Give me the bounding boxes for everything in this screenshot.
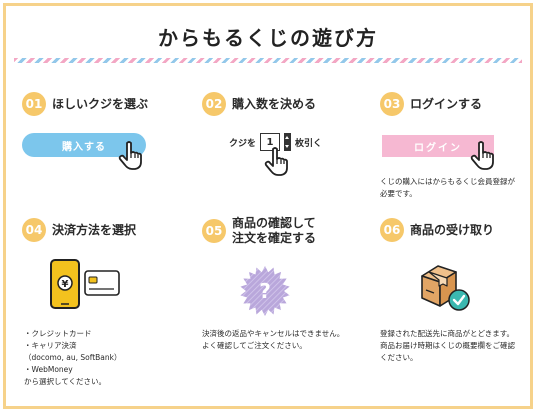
step-title: ログインする xyxy=(410,96,483,111)
quantity-value[interactable]: 1 xyxy=(260,133,281,151)
step-number: 02 xyxy=(202,92,226,116)
step-02: 02 購入数を決める xyxy=(202,90,374,118)
step-05: 05 商品の確認して 注文を確定する xyxy=(202,216,374,246)
hand-pointer-icon xyxy=(470,141,494,170)
step-description: 登録された配送先に商品がとどきます。 商品お届け時期はくじの概要欄をご確認 くだ… xyxy=(380,329,515,362)
login-button[interactable]: ログイン xyxy=(382,135,494,157)
question-badge-icon: ? xyxy=(240,266,290,316)
step-title: 決済方法を選択 xyxy=(52,222,137,237)
step-title-line: 注文を確定する xyxy=(232,231,317,245)
step-number: 06 xyxy=(380,218,404,242)
check-circle-icon xyxy=(448,289,470,311)
quantity-prefix: クジを xyxy=(229,138,257,149)
page-frame xyxy=(3,3,533,409)
step-title: 商品の確認して 注文を確定する xyxy=(232,216,316,246)
step-title: 商品の受け取り xyxy=(410,222,495,237)
quantity-selector: クジを 1 枚引く xyxy=(229,133,322,151)
svg-text:¥: ¥ xyxy=(62,279,69,290)
delivery-box-icon xyxy=(421,265,470,311)
step-number: 05 xyxy=(202,219,226,243)
credit-card-icon xyxy=(84,270,120,296)
step-description: くじの購入にはからもるくじ会員登録が 必要です。 xyxy=(380,177,515,198)
step-03: 03 ログインする xyxy=(380,90,536,118)
svg-text:?: ? xyxy=(259,279,271,303)
buy-button[interactable]: 購入する xyxy=(22,133,146,157)
step-number: 04 xyxy=(22,218,46,242)
step-title: 購入数を決める xyxy=(232,96,317,111)
step-04: 04 決済方法を選択 xyxy=(22,216,194,244)
step-title: ほしいクジを選ぶ xyxy=(52,96,149,111)
hand-pointer-icon xyxy=(118,141,142,170)
title-divider xyxy=(14,58,522,63)
step-number: 01 xyxy=(22,92,46,116)
hand-pointer-icon xyxy=(264,147,288,176)
step-description: 決済後の返品やキャンセルはできません。 よく確認してご注文ください。 xyxy=(202,329,345,350)
step-06: 06 商品の受け取り xyxy=(380,216,536,244)
quantity-suffix: 枚引く xyxy=(295,138,323,149)
step-01: 01 ほしいクジを選ぶ xyxy=(22,90,194,118)
step-title-line: 商品の確認して xyxy=(232,216,316,230)
page-title: からもるくじの遊び方 xyxy=(158,26,378,50)
step-number: 03 xyxy=(380,92,404,116)
quantity-stepper[interactable] xyxy=(284,133,292,151)
smartphone-yen-icon: ¥ xyxy=(50,259,80,309)
step-description: ・クレジットカード ・キャリア決済 （docomo, au, SoftBank）… xyxy=(24,329,122,386)
